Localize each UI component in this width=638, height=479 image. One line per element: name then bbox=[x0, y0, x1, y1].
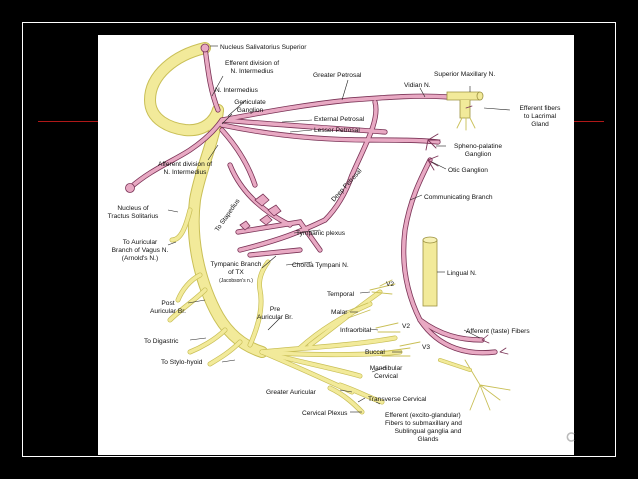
label-nucleus-salivatorius: Nucleus Salivatorius Superior bbox=[220, 44, 307, 51]
label-lesser-petrosal: Lesser Petrosal bbox=[314, 127, 360, 134]
label-efferent-fibers-line1: Efferent fibers bbox=[520, 105, 562, 112]
lingual-nerve-graphic bbox=[422, 236, 438, 307]
label-v3: V3 bbox=[422, 344, 430, 351]
label-efferent-excito-line4: Glands bbox=[418, 436, 440, 443]
label-superior-maxillary: Superior Maxillary N. bbox=[434, 71, 495, 78]
label-tympanic-branch-line2: of TX bbox=[228, 269, 244, 276]
label-auricular-vagus-line3: (Arnold's N.) bbox=[122, 255, 158, 262]
label-post-auricular-line2: Auricular Br. bbox=[150, 308, 186, 315]
label-auricular-vagus-line2: Branch of Vagus N. bbox=[112, 247, 169, 254]
label-vidian: Vidian N. bbox=[404, 82, 431, 89]
label-tympanic-branch-line1: Tympanic Branch bbox=[211, 261, 262, 268]
label-efferent-division-line1: Efferent division of bbox=[225, 60, 279, 67]
label-efferent-excito-line3: Sublingual ganglia and bbox=[395, 428, 462, 435]
label-tractus-line1: Nucleus of bbox=[117, 205, 148, 212]
label-v2-top: V2 bbox=[386, 281, 394, 288]
corner-logo-icon bbox=[566, 432, 575, 442]
label-mandibular-line2: Cervical bbox=[374, 373, 398, 380]
label-n-intermedius: N. Intermedius bbox=[215, 87, 259, 94]
superior-maxillary-nerve-graphic bbox=[446, 91, 484, 131]
label-geniculate-line1: Geniculate bbox=[234, 99, 266, 106]
label-to-stapedius: To Stapedius bbox=[214, 197, 242, 233]
label-tympanic-plexus: Tympanic plexus bbox=[296, 230, 346, 237]
nervus-intermedius bbox=[125, 43, 509, 356]
label-temporal: Temporal bbox=[327, 291, 355, 298]
label-pre-auricular-line2: Auricular Br. bbox=[257, 314, 293, 321]
label-geniculate-line2: Ganglion bbox=[237, 107, 264, 114]
label-auricular-vagus-line1: To Auricular bbox=[123, 239, 158, 246]
label-v2-mid: V2 bbox=[402, 323, 410, 330]
label-communicating-branch: Communicating Branch bbox=[424, 194, 493, 201]
label-to-stylohyoid: To Stylo-hyoid bbox=[161, 359, 203, 366]
label-malar: Malar bbox=[331, 309, 348, 316]
ganglia-marks bbox=[425, 133, 441, 171]
label-deep-petrosal: Deep Petrosal bbox=[330, 167, 364, 203]
slide-border bbox=[22, 22, 616, 457]
label-efferent-division-line2: N. Intermedius bbox=[231, 68, 275, 75]
label-jacobson: (Jacobson's n.) bbox=[219, 278, 253, 284]
label-to-digastric: To Digastric bbox=[144, 338, 179, 345]
label-tractus-line2: Tractus Solitarius bbox=[108, 213, 159, 220]
label-afferent-division-line1: Afferent division of bbox=[158, 161, 212, 168]
label-efferent-excito-line2: Fibers to submaxillary and bbox=[385, 420, 462, 427]
label-chorda-tympani: Chorda Tympani N. bbox=[292, 262, 349, 269]
label-otic-ganglion: Otic Ganglion bbox=[448, 167, 488, 174]
label-buccal: Buccal bbox=[365, 349, 385, 356]
label-greater-auricular: Greater Auricular bbox=[266, 389, 317, 396]
label-mandibular-line1: Mandibular bbox=[370, 365, 403, 372]
label-lingual: Lingual N. bbox=[447, 270, 477, 277]
label-post-auricular-line1: Post bbox=[161, 300, 174, 307]
label-efferent-fibers-line2: to Lacrimal bbox=[524, 113, 557, 120]
label-spheno-palatine-line2: Ganglion bbox=[465, 151, 492, 158]
facial-nerve-motor bbox=[143, 42, 511, 415]
label-spheno-palatine-line1: Spheno-palatine bbox=[454, 143, 502, 150]
label-transverse-cervical: Transverse Cervical bbox=[368, 396, 427, 403]
label-external-petrosal: External Petrosal bbox=[314, 116, 365, 123]
label-afferent-division-line2: N. Intermedius bbox=[164, 169, 208, 176]
label-efferent-excito-line1: Efferent (excito-glandular) bbox=[385, 412, 461, 419]
label-cervical-plexus: Cervical Plexus bbox=[302, 410, 348, 417]
leader-lines bbox=[167, 45, 511, 413]
label-greater-petrosal: Greater Petrosal bbox=[313, 72, 362, 79]
label-pre-auricular-line1: Pre bbox=[270, 306, 281, 313]
label-afferent-taste: Afferent (taste) Fibers bbox=[466, 328, 530, 335]
label-efferent-fibers-line3: Gland bbox=[531, 121, 549, 128]
label-infraorbital: Infraorbital bbox=[340, 327, 372, 334]
